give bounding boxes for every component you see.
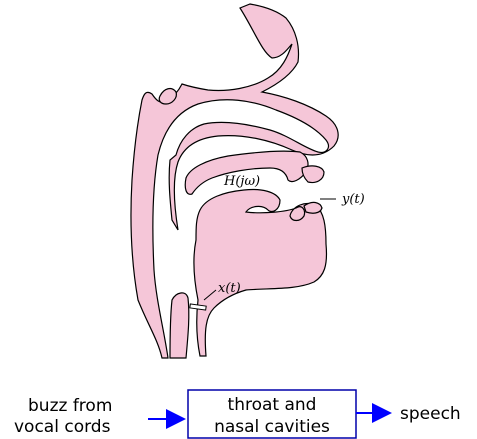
output-text: speech: [400, 404, 461, 424]
input-label: x(t): [218, 281, 241, 296]
filter-label: H(jω): [223, 174, 260, 189]
output-label: y(t): [341, 192, 365, 207]
lower-lip: [304, 202, 322, 213]
tongue-jaw: [194, 189, 327, 356]
input-text-line2: vocal cords: [14, 417, 111, 437]
input-text-line1: buzz from: [28, 396, 112, 416]
larynx-front: [170, 293, 189, 358]
block-text-line1: throat and: [228, 395, 317, 415]
block-text-line2: nasal cavities: [214, 417, 330, 437]
upper-lip: [302, 166, 324, 183]
